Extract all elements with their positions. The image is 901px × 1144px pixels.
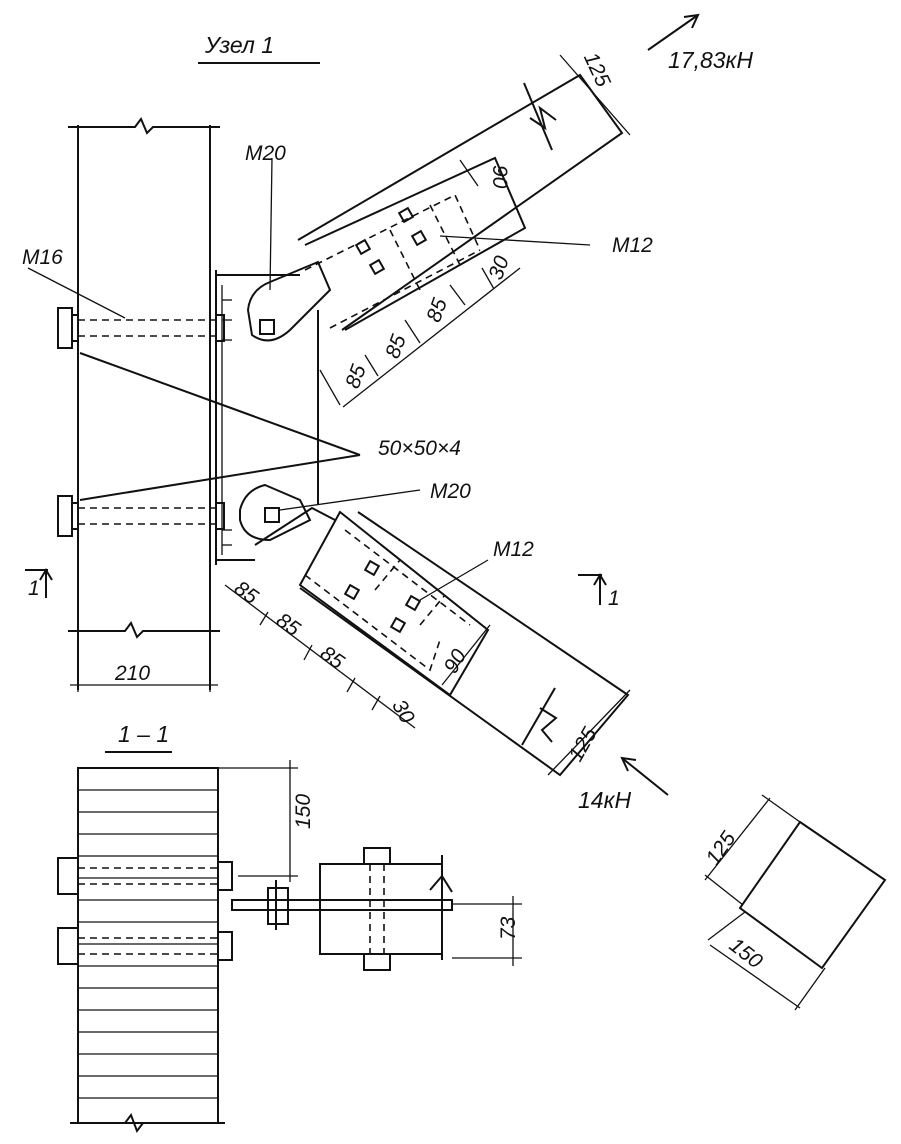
lower-width-label: 125 bbox=[564, 723, 602, 765]
upper-brace bbox=[246, 73, 624, 342]
post-width-dimension bbox=[70, 640, 218, 692]
section-dimension-73 bbox=[452, 896, 522, 966]
m20-lower-leader bbox=[279, 489, 421, 511]
cross-side-b-label: 150 bbox=[725, 934, 767, 974]
upper-pitch-1-label: 85 bbox=[341, 361, 371, 391]
lower-edge-label: 30 bbox=[387, 696, 419, 728]
m20-lower-label: M20 bbox=[430, 480, 471, 503]
m16-leader bbox=[27, 267, 126, 319]
angle-strut bbox=[79, 352, 361, 501]
lower-pitch-1-label: 85 bbox=[230, 577, 263, 609]
m12-lower-label: M12 bbox=[493, 538, 534, 561]
section-gusset bbox=[231, 847, 453, 971]
cross-side-a-label: 125 bbox=[701, 827, 740, 869]
upper-force-label: 17,83кН bbox=[668, 47, 753, 73]
lower-force-arrow bbox=[620, 756, 669, 796]
post-width-label: 210 bbox=[114, 662, 150, 685]
upper-width-label: 125 bbox=[579, 49, 615, 91]
section-offset-label: 150 bbox=[292, 794, 315, 829]
section-gap-label: 73 bbox=[497, 916, 520, 940]
m12-lower-leader bbox=[419, 559, 489, 601]
upper-force-arrow bbox=[647, 13, 700, 51]
m12-upper-leader bbox=[439, 235, 591, 246]
section-dimension-150 bbox=[218, 760, 298, 882]
upper-pitch-3-label: 85 bbox=[422, 295, 452, 325]
section-post bbox=[70, 767, 225, 1134]
lower-pitch-3-label: 85 bbox=[316, 642, 349, 674]
m16-label: M16 bbox=[22, 246, 63, 269]
lower-dimension-lines bbox=[224, 584, 631, 776]
post-elevation bbox=[68, 117, 220, 690]
upper-dimension-lines bbox=[319, 54, 631, 408]
m20-upper-label: M20 bbox=[245, 142, 286, 165]
lower-pitch-2-label: 85 bbox=[272, 609, 305, 641]
m12-upper-label: M12 bbox=[612, 234, 653, 257]
section-marker-left bbox=[25, 568, 53, 598]
m16-bolt-upper bbox=[57, 307, 225, 349]
m20-upper-leader bbox=[269, 157, 273, 291]
angle-label: 50×50×4 bbox=[378, 437, 461, 460]
upper-edge-label: 30 bbox=[484, 253, 514, 283]
section-marker-right bbox=[578, 573, 607, 605]
cross-section bbox=[704, 794, 887, 1011]
m16-bolt-lower bbox=[57, 495, 225, 537]
lower-plate-width-label: 90 bbox=[440, 645, 472, 677]
section-marker-right-label: 1 bbox=[608, 587, 620, 610]
lower-brace bbox=[239, 483, 630, 777]
section-marker-left-label: 1 bbox=[28, 577, 40, 600]
node-title: Узел 1 bbox=[204, 32, 274, 58]
upper-plate-width-label: 90 bbox=[488, 165, 511, 189]
lower-force-label: 14кН bbox=[578, 787, 631, 813]
section-post-bolts bbox=[57, 857, 233, 965]
section-title: 1 – 1 bbox=[118, 721, 169, 747]
